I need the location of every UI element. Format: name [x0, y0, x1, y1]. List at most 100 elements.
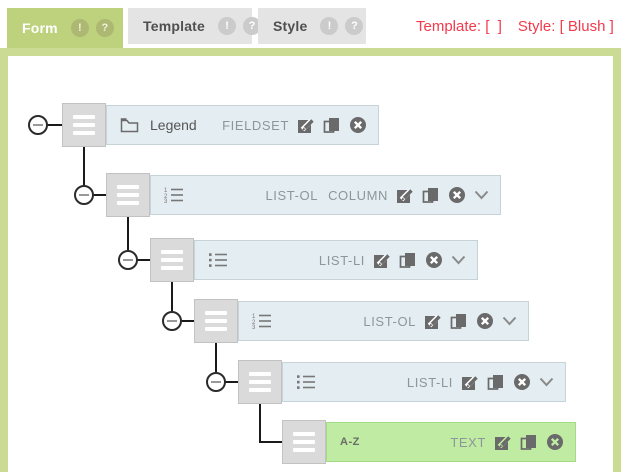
tree-connector: [180, 320, 194, 322]
help-icon[interactable]: ?: [95, 19, 114, 37]
copy-button[interactable]: [487, 374, 505, 391]
tree-connector: [46, 124, 62, 126]
drag-handle[interactable]: [238, 360, 282, 404]
edit-button[interactable]: [461, 373, 479, 391]
edit-button[interactable]: [373, 251, 391, 269]
help-icon[interactable]: ?: [243, 17, 262, 35]
copy-button[interactable]: [422, 187, 440, 204]
tree-connector: [224, 381, 238, 383]
help-icon[interactable]: ?: [345, 17, 364, 35]
tree-connector: [171, 282, 173, 311]
minus-icon: [33, 124, 43, 126]
status-template-label: Template:: [416, 17, 486, 35]
edit-button[interactable]: [494, 433, 512, 451]
delete-button[interactable]: [546, 433, 564, 451]
node-type-label: FIELDSET: [222, 117, 289, 133]
drag-handle-icon: [73, 115, 95, 119]
collapse-toggle[interactable]: [28, 115, 48, 135]
svg-text:3: 3: [252, 325, 256, 329]
tree-connector: [259, 441, 282, 443]
panel-border-left: [0, 56, 8, 472]
drag-handle[interactable]: [150, 238, 194, 282]
collapse-toggle[interactable]: [162, 311, 182, 331]
tree-connector: [83, 147, 85, 185]
copy-button[interactable]: [520, 434, 538, 451]
copy-button[interactable]: [399, 252, 417, 269]
text-icon: A-Z: [340, 436, 360, 448]
collapse-toggle[interactable]: [74, 185, 94, 205]
tab-template-label: Template: [143, 18, 206, 34]
drag-handle[interactable]: [282, 420, 326, 464]
alert-icon[interactable]: !: [320, 17, 339, 35]
collapse-toggle[interactable]: [118, 250, 138, 270]
tab-style-label: Style: [273, 18, 308, 34]
svg-text:1: 1: [164, 188, 168, 194]
drag-handle-icon: [205, 311, 227, 315]
delete-button[interactable]: [349, 116, 367, 134]
tree-connector: [92, 194, 106, 196]
node-type-label: LIST-OL: [363, 313, 416, 329]
drag-handle[interactable]: [106, 173, 150, 217]
node-type-label: LIST-OL: [265, 187, 319, 203]
folder-icon: [120, 117, 139, 133]
drag-handle-icon: [249, 372, 271, 376]
tree-connector: [215, 343, 217, 372]
node-type-label: TEXT: [450, 434, 486, 450]
panel-border-right: [613, 48, 621, 472]
minus-icon: [123, 259, 133, 261]
drag-handle-icon: [117, 185, 139, 189]
tree-node-list-li: LIST-LI: [194, 240, 478, 280]
alert-icon[interactable]: !: [70, 19, 89, 37]
collapse-chevron-button[interactable]: [451, 255, 466, 265]
collapse-chevron-button[interactable]: [474, 190, 489, 200]
minus-icon: [211, 381, 221, 383]
node-modifier-label: COLUMN: [328, 187, 388, 203]
tree-connector: [259, 404, 261, 443]
status-style-value: [ Blush ]: [559, 17, 614, 35]
tree-connector: [136, 259, 150, 261]
status-style-label: Style:: [517, 17, 560, 35]
drag-handle[interactable]: [194, 299, 238, 343]
alert-icon[interactable]: !: [218, 17, 237, 35]
drag-handle-icon: [161, 250, 183, 254]
copy-button[interactable]: [450, 313, 468, 330]
panel-border-top: [0, 48, 621, 56]
tree-node-text: A-Z TEXT: [326, 422, 576, 462]
collapse-chevron-button[interactable]: [539, 377, 554, 387]
collapse-chevron-button[interactable]: [502, 316, 517, 326]
delete-button[interactable]: [476, 312, 494, 330]
tree-connector: [127, 217, 129, 250]
unordered-list-icon: [296, 374, 316, 390]
drag-handle[interactable]: [62, 103, 106, 147]
svg-text:3: 3: [164, 199, 168, 203]
collapse-toggle[interactable]: [206, 372, 226, 392]
delete-button[interactable]: [448, 186, 466, 204]
unordered-list-icon: [208, 252, 228, 268]
minus-icon: [167, 320, 177, 322]
edit-button[interactable]: [424, 312, 442, 330]
minus-icon: [79, 194, 89, 196]
tab-form[interactable]: Form ! ?: [7, 8, 123, 48]
status-template-value: [ ]: [485, 17, 502, 35]
drag-handle-icon: [293, 432, 315, 436]
template-style-status: Template: [ ] Style: [ Blush ]: [416, 8, 614, 44]
svg-text:2: 2: [252, 320, 256, 326]
svg-text:1: 1: [252, 314, 256, 320]
tab-style[interactable]: Style ! ?: [258, 8, 366, 44]
delete-button[interactable]: [425, 251, 443, 269]
tree-node-list-li: LIST-LI: [282, 362, 566, 402]
edit-button[interactable]: [297, 116, 315, 134]
tree-node-fieldset: Legend FIELDSET: [106, 105, 379, 145]
tab-template[interactable]: Template ! ?: [128, 8, 262, 44]
edit-button[interactable]: [396, 186, 414, 204]
node-label: Legend: [150, 117, 197, 133]
copy-button[interactable]: [323, 117, 341, 134]
delete-button[interactable]: [513, 373, 531, 391]
node-type-label: LIST-LI: [406, 374, 453, 390]
tab-form-label: Form: [22, 20, 58, 36]
